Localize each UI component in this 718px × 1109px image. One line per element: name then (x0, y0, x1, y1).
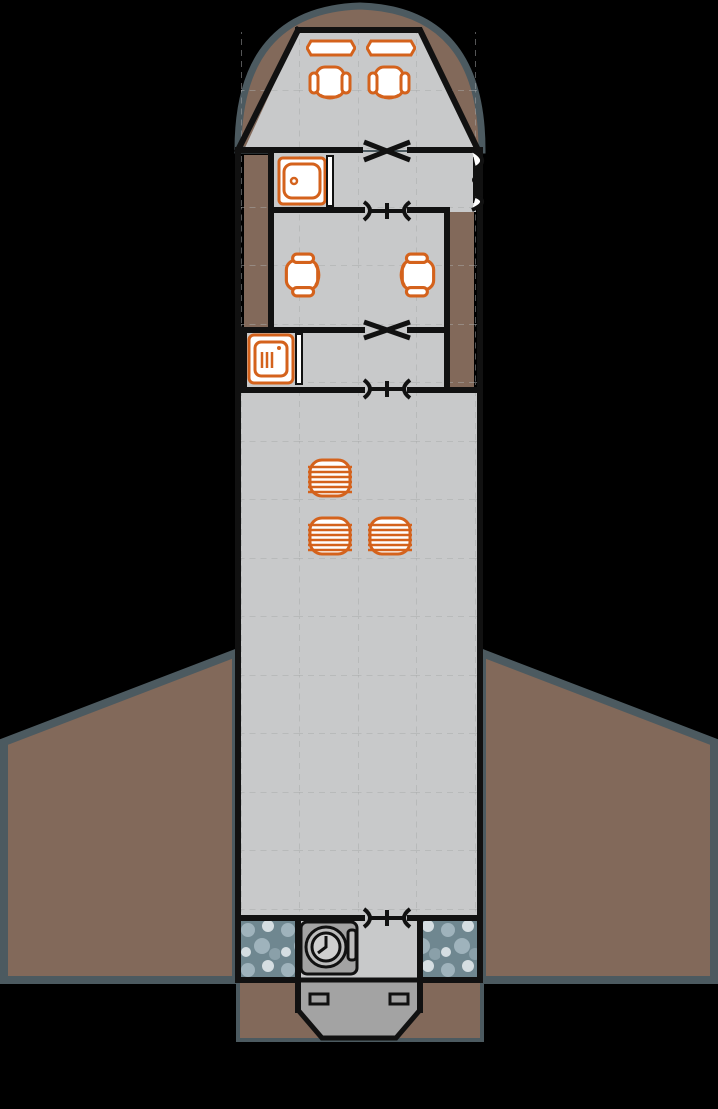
reactor-icon[interactable] (299, 920, 359, 976)
engine-clamps (308, 992, 410, 1006)
seat-icon[interactable] (367, 65, 411, 100)
crate-icon[interactable] (368, 516, 412, 556)
door-engine[interactable] (362, 907, 412, 929)
fuel-tank-port (241, 918, 298, 978)
refresher-icon[interactable] (247, 333, 303, 385)
furniture (247, 39, 436, 1006)
deck-floor (241, 32, 477, 1041)
crate-icon[interactable] (308, 458, 352, 498)
seat-icon[interactable] (308, 65, 352, 100)
fuel-tank-starboard (420, 918, 477, 978)
door-galley[interactable] (362, 200, 412, 222)
door-bridge[interactable] (363, 139, 411, 163)
crate-icon[interactable] (308, 516, 352, 556)
seat-icon[interactable] (284, 252, 321, 298)
sink-icon[interactable] (277, 155, 334, 207)
console-icon[interactable] (306, 39, 356, 57)
wing-port (0, 647, 240, 984)
floor-grid (241, 32, 477, 918)
engine-nozzle (295, 977, 423, 1041)
wing-starboard (478, 647, 718, 984)
doors (362, 139, 484, 929)
ship-walls (233, 25, 483, 1013)
console-icon[interactable] (366, 39, 416, 57)
door-cargo[interactable] (362, 378, 412, 400)
seat-icon[interactable] (399, 252, 436, 298)
door-lounge[interactable] (363, 319, 411, 341)
airlock-starboard[interactable] (470, 148, 484, 212)
